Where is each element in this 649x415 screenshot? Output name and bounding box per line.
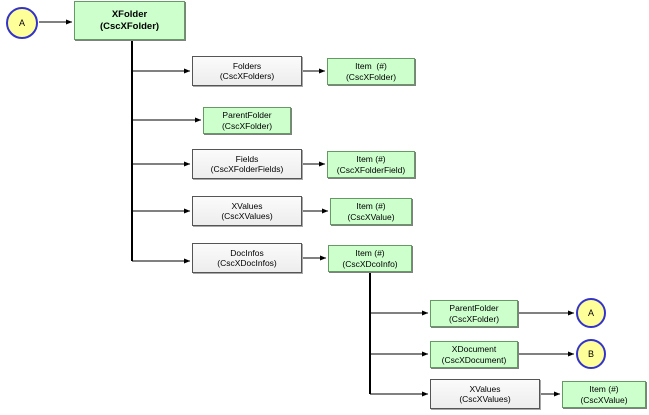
node-type: (CscXDcoInfo) xyxy=(342,258,398,269)
node-name: Item (#) xyxy=(356,154,386,165)
node-type: (CscXDocument) xyxy=(441,354,507,365)
node-name: ParentFolder xyxy=(222,110,272,121)
node-name: Item (#) xyxy=(356,201,386,212)
node-di-parentfolder[interactable]: ParentFolder(CscXFolder) xyxy=(430,300,518,327)
node-xvalues[interactable]: XValues(CscXValues) xyxy=(192,196,302,226)
node-type: (CscXFolder) xyxy=(99,20,160,32)
node-type: (CscXValue) xyxy=(347,211,395,222)
node-name: DocInfos xyxy=(230,247,264,258)
node-di-xvalues[interactable]: XValues(CscXValues) xyxy=(430,379,540,409)
node-parentfolder-top[interactable]: ParentFolder(CscXFolder) xyxy=(203,107,291,134)
node-root-xfolder[interactable]: XFolder(CscXFolder) xyxy=(74,1,185,40)
node-name: ParentFolder xyxy=(449,303,499,314)
connector-conn-b-out[interactable]: B xyxy=(576,339,606,369)
node-di-xvalues-item[interactable]: Item (#)(CscXValue) xyxy=(562,381,646,408)
node-type: (CscXFolderField) xyxy=(336,164,406,175)
node-type: (CscXDocInfos) xyxy=(217,258,277,268)
node-type: (CscXFolder) xyxy=(345,71,397,82)
connector-label: A xyxy=(18,18,25,28)
node-type: (CscXFolderFields) xyxy=(210,164,284,174)
connector-label: A xyxy=(587,308,594,318)
node-docinfos[interactable]: DocInfos(CscXDocInfos) xyxy=(192,243,302,273)
node-name: Item (#) xyxy=(355,61,387,72)
node-di-xdocument[interactable]: XDocument(CscXDocument) xyxy=(430,341,518,368)
node-fields-item[interactable]: Item (#)(CscXFolderField) xyxy=(327,151,415,178)
node-name: Fields xyxy=(235,153,259,164)
node-name: XFolder xyxy=(111,9,148,21)
node-type: (CscXFolder) xyxy=(448,313,500,324)
node-folders-item[interactable]: Item (#)(CscXFolder) xyxy=(327,58,415,85)
node-type: (CscXValues) xyxy=(221,211,273,221)
node-type: (CscXFolder) xyxy=(221,120,273,131)
connector-conn-a-out[interactable]: A xyxy=(576,298,606,328)
node-name: Folders xyxy=(232,60,262,71)
node-name: Item (#) xyxy=(355,248,385,259)
node-type: (CscXValue) xyxy=(580,394,628,405)
node-name: XValues xyxy=(469,383,501,394)
node-fields[interactable]: Fields(CscXFolderFields) xyxy=(192,149,302,179)
node-docinfos-item[interactable]: Item (#)(CscXDcoInfo) xyxy=(328,245,412,272)
node-name: XValues xyxy=(231,200,263,211)
node-name: XDocument xyxy=(451,344,497,355)
node-name: Item (#) xyxy=(589,384,619,395)
node-xvalues-item[interactable]: Item (#)(CscXValue) xyxy=(330,198,412,225)
node-type: (CscXFolders) xyxy=(219,71,275,81)
connector-conn-a-in[interactable]: A xyxy=(6,7,38,39)
node-folders[interactable]: Folders(CscXFolders) xyxy=(192,56,302,86)
node-type: (CscXValues) xyxy=(459,394,511,404)
connector-label: B xyxy=(587,349,594,359)
